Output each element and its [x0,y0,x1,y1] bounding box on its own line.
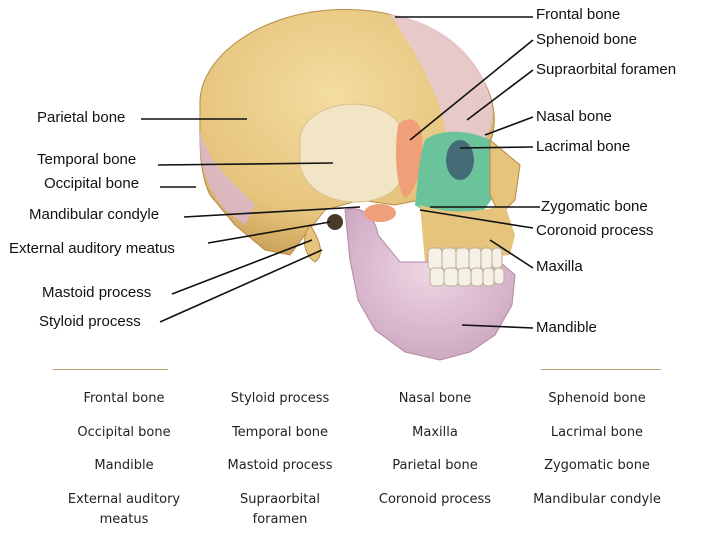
maxilla-body [420,205,515,262]
label-zygomatic-bone: Zygomatic bone [541,198,648,215]
label-supraorbital-foramen: Supraorbital foramen [536,61,677,78]
table-cell: Styloid process [230,391,330,406]
teeth [427,247,505,287]
table-cell: Temporal bone [231,425,329,440]
condyle-region [364,204,396,222]
external-auditory-meatus-hole [327,214,343,230]
label-maxilla: Maxilla [536,258,583,275]
table-rule-right [541,369,661,370]
occipital-bone-region [199,130,255,225]
label-temporal-bone: Temporal bone [37,151,137,168]
sphenoid-bone-region [396,119,423,198]
table-cell: Occipital bone [77,425,171,440]
table-rule-left [53,369,168,370]
label-occipital-bone: Occipital bone [44,175,140,192]
label-external-auditory-meatus: External auditory meatus [9,240,175,257]
label-frontal-bone: Frontal bone [536,6,621,23]
leader-lines [141,16,540,329]
table-cell: Mandibular condyle [533,492,661,507]
label-mastoid-process: Mastoid process [42,284,152,301]
label-coronoid-process: Coronoid process [536,222,654,239]
table-cell: Coronoid process [378,492,492,507]
orbit-opening [446,140,474,180]
table-cell: Maxilla [412,425,458,440]
mandible-shape [344,208,516,361]
table-cell: Mandible [94,458,154,473]
table-cell: Nasal bone [398,391,472,406]
table-cell: Zygomatic bone [544,458,650,473]
temporal-bone-region [299,103,409,203]
label-lacrimal-bone: Lacrimal bone [536,138,631,155]
table-cell: Supraorbital foramen [240,492,320,527]
table-cell: Parietal bone [392,458,478,473]
nasal-region [489,138,521,216]
label-mandibular-condyle: Mandibular condyle [29,206,160,223]
table-cell: Sphenoid bone [548,391,646,406]
frontal-bone-region [390,14,493,158]
label-mandible: Mandible [536,319,597,336]
table-cell: Frontal bone [83,391,165,406]
table-cell: Mastoid process [227,458,333,473]
table-cell: External auditory meatus [67,492,181,527]
label-styloid-process: Styloid process [39,313,141,330]
label-sphenoid-bone: Sphenoid bone [536,31,637,48]
table-cell: Lacrimal bone [550,425,644,440]
label-parietal-bone: Parietal bone [37,109,126,126]
label-nasal-bone: Nasal bone [536,108,612,125]
